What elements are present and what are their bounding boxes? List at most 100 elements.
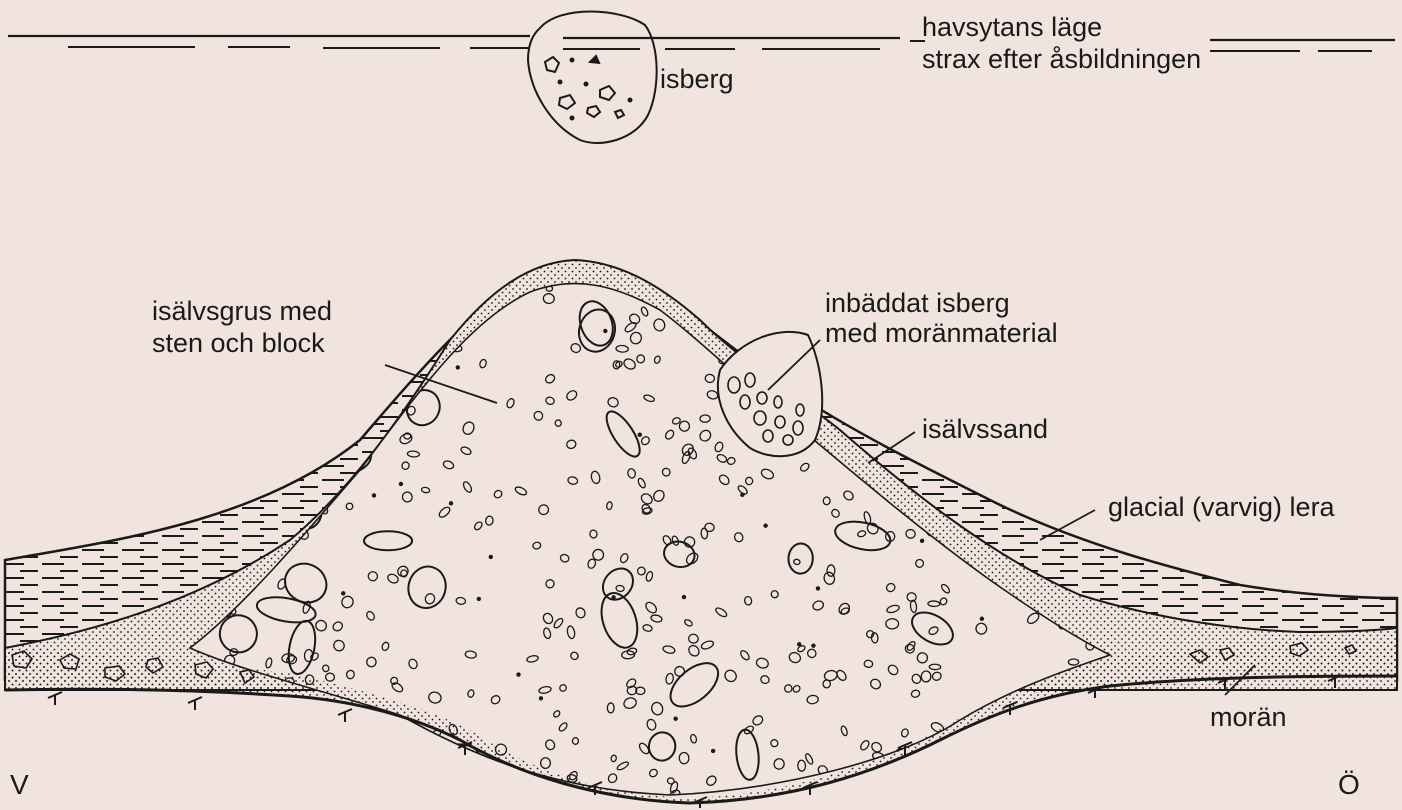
gravel-pebble [1069,471,1079,478]
gravel-pebble [811,643,815,647]
sea-level-label-line1: havsytans läge [922,12,1102,42]
gravel-pebble [722,297,734,309]
gravel-pebble [285,748,299,761]
gravel-pebble [265,750,279,764]
gravel-pebble [1074,466,1089,479]
gravel-pebble [210,375,223,381]
gravel-boulder [194,450,251,484]
gravel-pebble [319,362,333,375]
gravel-pebble [218,282,230,294]
gravel-boulder [187,704,227,746]
gravel-pebble [603,329,607,333]
gravel-pebble [272,434,286,448]
gravel-pebble [1016,750,1027,761]
clay-label: glacial (varvig) lera [1108,492,1335,522]
gravel-pebble [436,280,448,291]
gravel-pebble [372,715,385,727]
gravel-pebble [786,318,797,330]
gravel-pebble [903,785,914,796]
gravel-pebble [307,746,318,759]
gravel-pebble [673,717,677,721]
gravel-pebble [417,344,424,351]
gravel-pebble [611,595,615,599]
gravel-pebble [301,737,315,751]
gravel-pebble [279,380,292,391]
gravel-pebble [362,310,371,319]
gravel-pebble [895,778,902,784]
gravel-pebble [489,555,493,559]
gravel-pebble [319,429,334,444]
gravel-pebble [1066,751,1077,764]
gravel-pebble [313,359,321,368]
gravel-pebble [294,766,298,770]
gravel-pebble [966,738,974,750]
gravel-pebble [315,736,326,745]
gravel-pebble [334,356,342,364]
gravel-pebble [337,382,341,386]
gravel-pebble [197,761,208,769]
gravel-pebble [1064,464,1072,472]
gravel-pebble [682,595,686,599]
gravel-pebble [281,770,292,782]
gravel-pebble [450,281,462,289]
gravel-pebble [313,373,326,382]
gravel-pebble [239,466,255,480]
gravel-pebble [384,378,396,390]
gravel-pebble [506,779,517,789]
gravel-pebble [363,717,374,725]
gravel-pebble [966,745,973,752]
gravel-pebble [359,284,363,288]
gravel-pebble [1073,767,1083,775]
gravel-label-line1: isälvsgrus med [152,296,332,326]
gravel-pebble [358,711,367,720]
gravel-boulder [219,732,257,766]
gravel-pebble [214,774,227,786]
gravel-pebble [212,783,226,793]
gravel-pebble [539,696,543,700]
gravel-pebble [912,346,927,361]
gravel-pebble [816,586,820,590]
sea-level-label-line2: strax efter åsbildningen [922,44,1201,74]
gravel-pebble [901,421,914,433]
gravel-pebble [1067,326,1075,334]
gravel-pebble [1081,759,1090,768]
gravel-pebble [1066,735,1078,746]
gravel-pebble [751,303,763,314]
gravel-pebble [866,358,875,368]
embedded-iceberg-label-line2: med moränmaterial [825,318,1058,348]
gravel-pebble [733,280,747,292]
gravel-pebble [217,445,227,455]
gravel-pebble [1094,354,1105,366]
gravel-pebble [231,380,238,387]
gravel-pebble [211,364,226,377]
gravel-pebble [359,764,369,774]
gravel-pebble [236,451,247,464]
gravel-pebble [945,369,949,373]
gravel-pebble [1051,281,1060,291]
gravel-pebble [1028,304,1040,316]
gravel-pebble [918,373,929,381]
gravel-pebble [364,734,373,743]
gravel-pebble [399,748,403,752]
gravel-pebble [711,749,715,753]
gravel-pebble [1094,392,1104,403]
gravel-pebble [325,356,334,365]
gravel-pebble [1062,405,1075,420]
gravel-pebble [516,672,520,676]
floating-iceberg [528,12,657,143]
gravel-pebble [920,347,930,358]
gravel-pebble [763,524,767,528]
gravel-pebble [757,325,766,334]
gravel-pebble [995,456,1003,465]
sand-label: isälvssand [922,414,1048,444]
gravel-pebble [826,384,837,397]
gravel-pebble [763,311,776,324]
gravel-pebble [399,482,403,486]
gravel-pebble [932,757,946,771]
gravel-pebble [864,368,875,379]
gravel-pebble [1084,283,1095,296]
gravel-pebble [310,444,324,458]
gravel-pebble [364,730,376,742]
gravel-pebble [934,743,946,755]
